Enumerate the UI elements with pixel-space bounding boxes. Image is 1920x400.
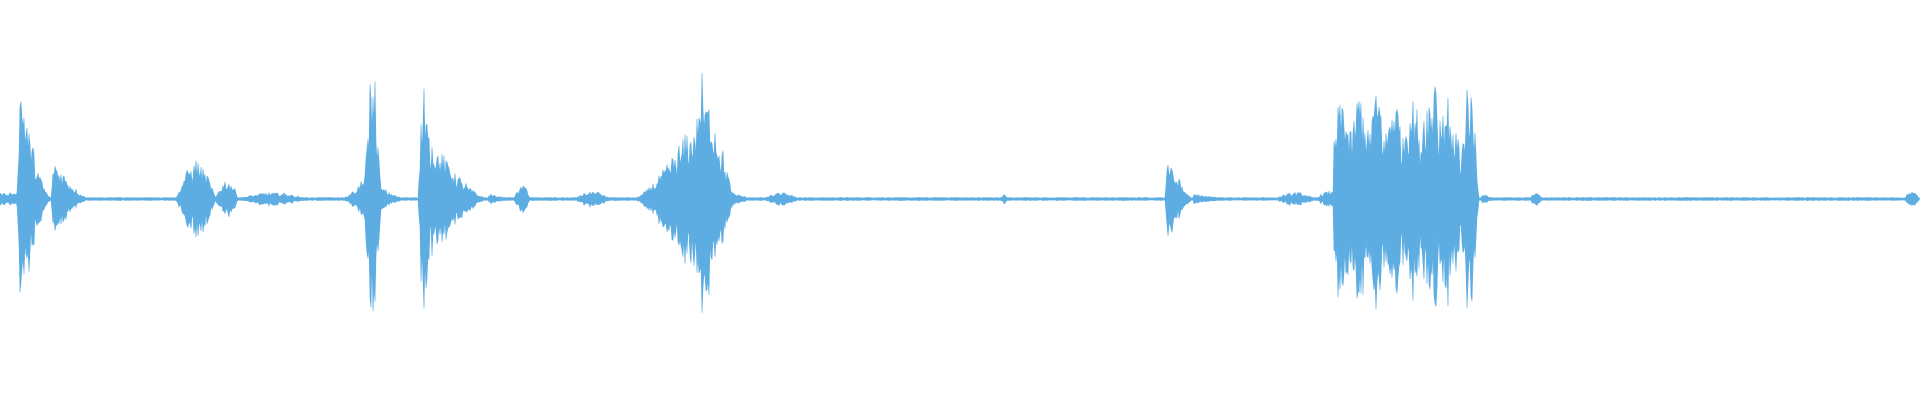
waveform-trace [0, 72, 1920, 313]
waveform-envelope [0, 72, 1920, 313]
